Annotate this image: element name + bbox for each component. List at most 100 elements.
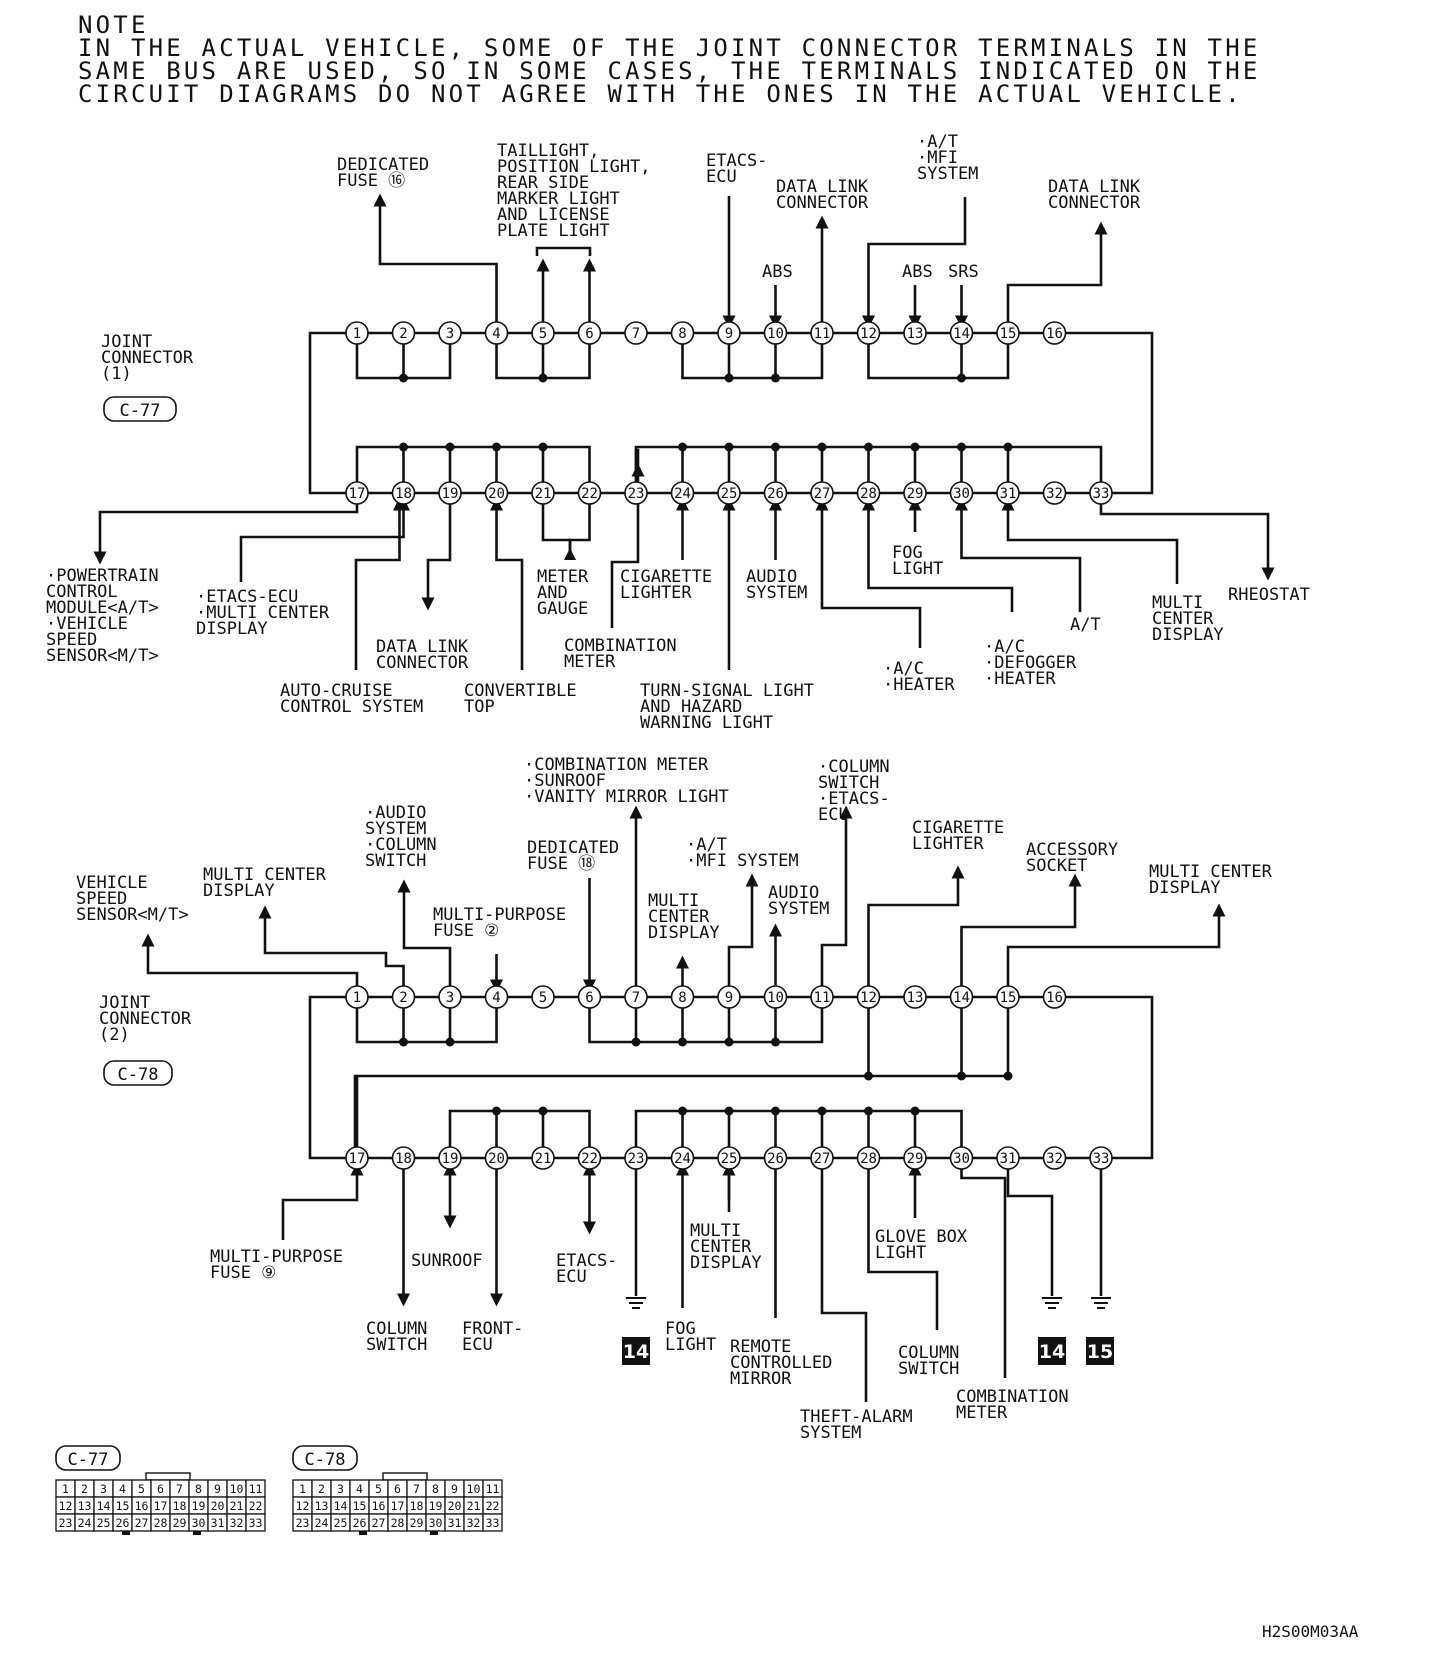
grid-cell-number: 8 <box>432 1482 439 1496</box>
pin-circle <box>624 985 648 1009</box>
jc2-bottom-pin-31: 31 <box>996 1146 1020 1170</box>
junction-dot <box>399 373 408 383</box>
pin-circle <box>345 321 369 345</box>
junction-dot <box>864 1106 873 1116</box>
wire <box>634 1109 963 1147</box>
jc2-bottom-pin-18: 18 <box>391 1146 416 1170</box>
pin-number: 16 <box>1046 326 1063 342</box>
grid-cell-number: 21 <box>467 1499 481 1513</box>
wire <box>960 1169 1007 1378</box>
pin-number: 10 <box>767 326 784 342</box>
junction-dot <box>1003 1071 1013 1081</box>
pin-circle <box>996 1146 1020 1170</box>
grid-cell-number: 33 <box>249 1516 263 1530</box>
pin-circle <box>996 985 1020 1009</box>
wire <box>955 497 1082 612</box>
pin-circle <box>996 481 1020 505</box>
pin-number: 1 <box>353 326 361 342</box>
grid-cell-number: 31 <box>448 1516 462 1530</box>
pin-circle <box>670 321 695 345</box>
pin-number: 14 <box>953 326 970 342</box>
grid-cell-number: 10 <box>230 1482 244 1496</box>
connector-face-c77-code: C-77 <box>68 1450 109 1470</box>
ground-label-15: 15 <box>1087 1341 1113 1363</box>
pin-circle <box>949 481 974 505</box>
grid-cell-number: 22 <box>486 1499 500 1513</box>
jc1-bottom-pin-21: 21 <box>531 481 555 505</box>
jc2-bottom-pin-26: 26 <box>763 1146 788 1170</box>
connector-key <box>193 1531 201 1535</box>
wire <box>448 1109 591 1147</box>
grid-cell-number: 30 <box>429 1516 443 1530</box>
pin-circle <box>1042 985 1067 1009</box>
joint-connector-1-code: C-77 <box>120 401 161 421</box>
jc1-bottom-pin-30: 30 <box>949 481 974 505</box>
jc1-bottom-pin-26: 26 <box>763 481 788 505</box>
wire <box>867 344 1010 380</box>
pin-circle <box>810 985 834 1009</box>
pin-circle <box>438 985 462 1009</box>
jc1-top-pin-2: 2 <box>391 321 416 345</box>
pin-circle <box>438 1146 462 1170</box>
pin-number: 30 <box>953 486 970 502</box>
jc1-bottom-pin-25: 25 <box>717 481 741 505</box>
note-line-1: IN THE ACTUAL VEHICLE, SOME OF THE JOINT… <box>78 34 1261 62</box>
pin-circle <box>345 481 369 505</box>
junction-dot <box>678 442 687 452</box>
jc1-bottom-pin-22: 22 <box>577 481 602 505</box>
grid-cell-number: 14 <box>97 1499 111 1513</box>
jc1-top-pin-12: 12 <box>856 321 881 345</box>
jc2-bottom-pin-19: 19 <box>438 1146 462 1170</box>
pin-circle <box>856 321 881 345</box>
pin-number: 23 <box>628 1151 645 1167</box>
grid-cell-number: 28 <box>154 1516 168 1530</box>
jc2-top-pin-5: 5 <box>531 985 555 1009</box>
pin-circle <box>1042 481 1067 505</box>
pin-number: 9 <box>725 990 733 1006</box>
pin-circle <box>1089 481 1113 505</box>
label-at-31: A/T <box>1070 615 1101 635</box>
jc2-bottom-pin-20: 20 <box>484 1146 509 1170</box>
jc1-top-pin-14: 14 <box>949 321 974 345</box>
jc2-bottom-pin-23: 23 <box>624 1146 648 1170</box>
grid-cell-number: 17 <box>154 1499 168 1513</box>
jc2-top-pin-14: 14 <box>949 985 974 1009</box>
note-title: NOTE <box>78 11 149 39</box>
junction-dot <box>771 373 780 383</box>
pin-circle <box>903 985 927 1009</box>
grid-cell-number: 24 <box>78 1516 92 1530</box>
connector-latch <box>382 1472 428 1481</box>
wire <box>355 1008 498 1044</box>
wire <box>490 497 524 670</box>
wire <box>1065 331 1154 495</box>
jc1-top-pin-3: 3 <box>438 321 462 345</box>
junction-dot <box>678 1037 687 1047</box>
note-line-2: SAME BUS ARE USED, SO IN SOME CASES, THE… <box>78 57 1261 85</box>
pin-circle <box>763 985 788 1009</box>
connector-face-c77-code-box <box>55 1445 121 1471</box>
junction-dot <box>771 442 780 452</box>
pin-circle <box>903 1146 927 1170</box>
junction-dot <box>817 442 827 452</box>
wire <box>727 873 759 986</box>
label-rheostat: RHEOSTAT <box>1228 585 1310 605</box>
pin-number: 31 <box>1000 1151 1017 1167</box>
pin-circle <box>624 321 648 345</box>
grid-cell-number: 27 <box>372 1516 386 1530</box>
wire <box>141 933 359 986</box>
pin-circle <box>810 1146 834 1170</box>
grid-cell-number: 11 <box>249 1482 263 1496</box>
jc1-top-pin-13: 13 <box>903 321 927 345</box>
ground-label-14b-box <box>1038 1337 1066 1365</box>
